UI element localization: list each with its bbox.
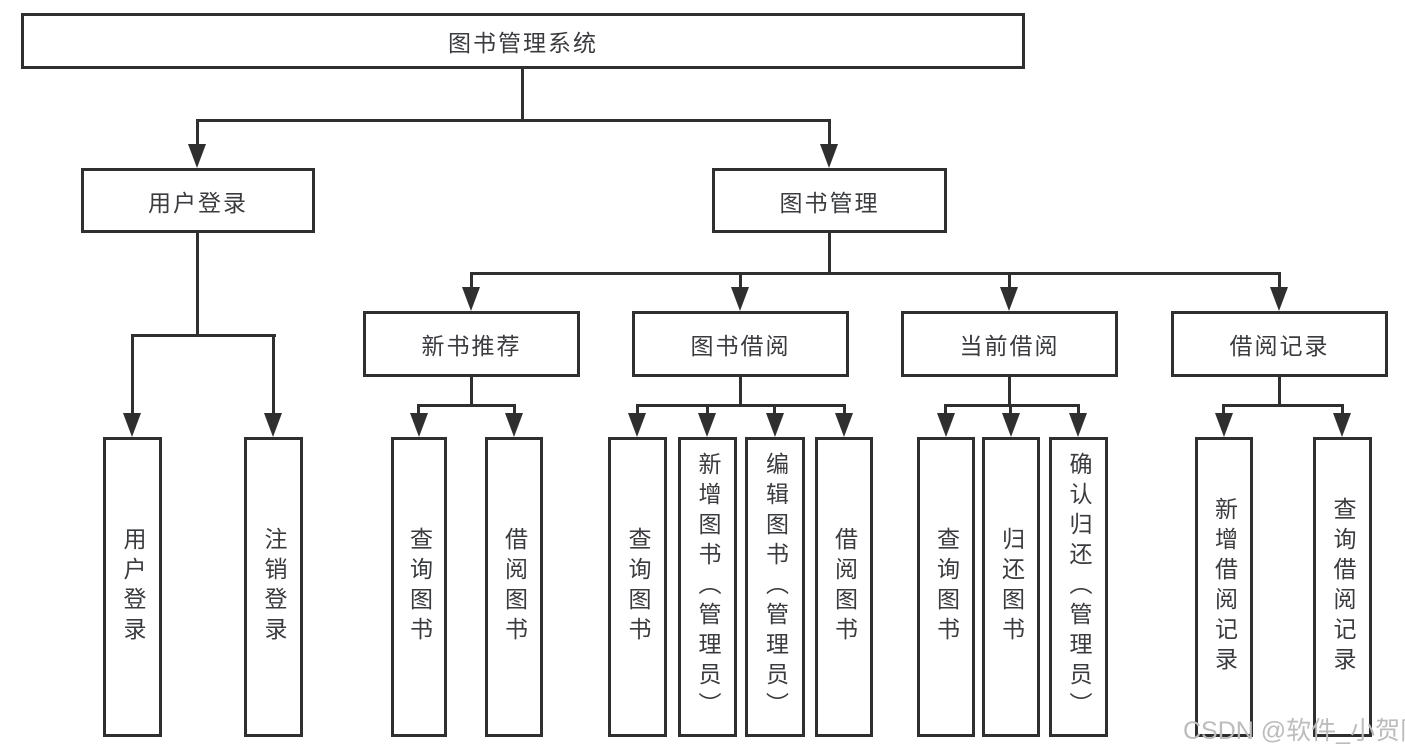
leaf-user-login-label: 用户登录	[120, 527, 146, 647]
connector-line	[1222, 404, 1344, 407]
leaf-add-books-admin-label: 新增图书（管理员）	[695, 452, 721, 722]
node-current-borrow: 当前借阅	[901, 311, 1118, 377]
down-arrow-icon	[731, 287, 749, 311]
node-user-login: 用户登录	[81, 168, 315, 233]
node-new-book-recommend-label: 新书推荐	[421, 333, 522, 359]
node-current-borrow-label: 当前借阅	[959, 333, 1060, 359]
leaf-borrow-books-recommend: 借阅图书	[485, 437, 543, 737]
connector-line	[1222, 404, 1225, 416]
leaf-add-books-admin: 新增图书（管理员）	[678, 437, 737, 737]
connector-line	[470, 272, 1281, 275]
connector-line	[1008, 375, 1011, 407]
connector-line	[131, 334, 134, 416]
node-borrow-records: 借阅记录	[1171, 311, 1388, 377]
leaf-query-books-current-label: 查询图书	[933, 527, 960, 647]
node-book-management: 图书管理	[712, 168, 947, 233]
leaf-query-borrow-record: 查询借阅记录	[1313, 437, 1372, 737]
connector-line	[272, 334, 275, 416]
down-arrow-icon	[937, 413, 955, 437]
node-new-book-recommend: 新书推荐	[363, 311, 580, 377]
down-arrow-icon	[1270, 287, 1288, 311]
connector-line	[1278, 375, 1281, 407]
down-arrow-icon	[1215, 413, 1233, 437]
leaf-confirm-return-admin: 确认归还（管理员）	[1049, 437, 1108, 737]
connector-line	[828, 232, 831, 275]
down-arrow-icon	[766, 413, 784, 437]
node-book-borrow-label: 图书借阅	[690, 333, 791, 359]
connector-line	[828, 119, 831, 147]
connector-line	[470, 375, 473, 407]
connector-line	[1008, 272, 1011, 290]
csdn-watermark: CSDN @软件_小贺同学	[1183, 717, 1405, 745]
down-arrow-icon	[698, 413, 716, 437]
leaf-user-login: 用户登录	[103, 437, 162, 737]
down-arrow-icon	[1002, 413, 1020, 437]
connector-line	[417, 404, 420, 416]
connector-line	[521, 69, 524, 122]
node-root-label: 图书管理系统	[448, 30, 598, 56]
connector-line	[513, 404, 516, 416]
leaf-logout-label: 注销登录	[261, 527, 287, 647]
leaf-add-borrow-record: 新增借阅记录	[1195, 437, 1253, 737]
connector-line	[843, 404, 846, 416]
connector-line	[131, 334, 276, 337]
leaf-query-books-borrow: 查询图书	[608, 437, 667, 737]
leaf-query-books-current: 查询图书	[917, 437, 975, 737]
leaf-query-books-recommend-label: 查询图书	[406, 527, 433, 647]
connector-line	[1009, 404, 1012, 416]
node-borrow-records-label: 借阅记录	[1229, 333, 1330, 359]
connector-line	[1077, 404, 1080, 416]
leaf-query-books-borrow-label: 查询图书	[625, 527, 651, 647]
down-arrow-icon	[628, 413, 646, 437]
connector-line	[417, 404, 516, 407]
leaf-query-borrow-record-label: 查询借阅记录	[1330, 497, 1356, 677]
connector-line	[470, 272, 473, 290]
down-arrow-icon	[462, 287, 480, 311]
leaf-return-books-label: 归还图书	[998, 527, 1025, 647]
connector-line	[196, 231, 199, 337]
connector-line	[1341, 404, 1344, 416]
node-root: 图书管理系统	[21, 13, 1025, 69]
node-user-login-label: 用户登录	[148, 189, 248, 216]
connector-line	[706, 404, 709, 416]
down-arrow-icon	[123, 413, 141, 437]
connector-line	[944, 404, 947, 416]
down-arrow-icon	[410, 413, 428, 437]
down-arrow-icon	[1069, 413, 1087, 437]
connector-line	[636, 404, 639, 416]
connector-line	[1278, 272, 1281, 290]
leaf-add-borrow-record-label: 新增借阅记录	[1211, 497, 1238, 677]
leaf-query-books-recommend: 查询图书	[391, 437, 447, 737]
leaf-edit-books-admin-label: 编辑图书（管理员）	[762, 452, 789, 722]
connector-line	[944, 404, 1080, 407]
down-arrow-icon	[1333, 413, 1351, 437]
leaf-logout: 注销登录	[244, 437, 303, 737]
down-arrow-icon	[264, 413, 282, 437]
leaf-edit-books-admin: 编辑图书（管理员）	[745, 437, 805, 737]
leaf-confirm-return-admin-label: 确认归还（管理员）	[1066, 452, 1092, 722]
connector-line	[739, 272, 742, 290]
connector-line	[636, 404, 846, 407]
leaf-borrow-books-label: 借阅图书	[831, 527, 858, 647]
down-arrow-icon	[820, 144, 838, 168]
leaf-borrow-books: 借阅图书	[815, 437, 873, 737]
down-arrow-icon	[1000, 287, 1018, 311]
leaf-return-books: 归还图书	[982, 437, 1040, 737]
down-arrow-icon	[188, 144, 206, 168]
connector-line	[739, 375, 742, 407]
leaf-borrow-books-recommend-label: 借阅图书	[501, 527, 528, 647]
connector-line	[773, 404, 776, 416]
down-arrow-icon	[505, 413, 523, 437]
node-book-borrow: 图书借阅	[632, 311, 849, 377]
node-book-management-label: 图书管理	[779, 189, 880, 216]
down-arrow-icon	[835, 413, 853, 437]
connector-line	[196, 119, 831, 122]
connector-line	[196, 119, 199, 147]
